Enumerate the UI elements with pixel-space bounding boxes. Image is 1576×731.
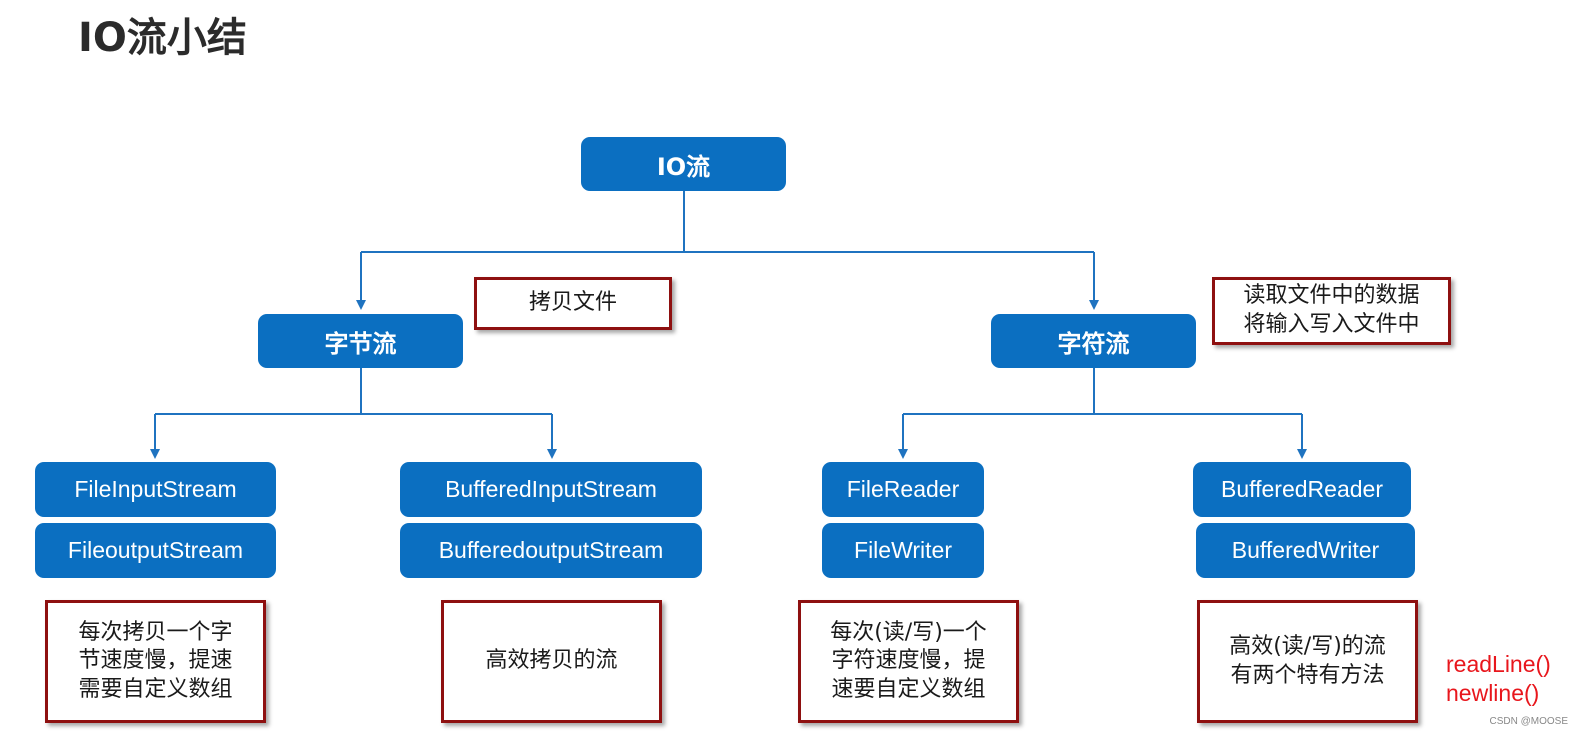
buffered-stream-note: 高效拷贝的流	[441, 600, 662, 723]
file-reader-label: FileReader	[846, 476, 960, 502]
readline-method: readLine()	[1446, 651, 1551, 677]
char-stream-node: 字符流	[991, 314, 1196, 368]
buffered-writer-label: BufferedWriter	[1231, 537, 1380, 563]
buffered-writer-node: BufferedWriter	[1196, 523, 1415, 578]
file-input-stream-node: FileInputStream	[35, 462, 276, 517]
watermark: CSDN @MOOSE	[1489, 716, 1569, 727]
buffered-reader-writer-note: 高效(读/写)的流 有两个特有方法	[1197, 600, 1418, 723]
file-reader-writer-note: 每次(读/写)一个 字符速度慢，提 速要自定义数组	[798, 600, 1019, 723]
special-methods: readLine() newline()	[1446, 650, 1551, 708]
io-stream-label: IO流	[656, 152, 711, 181]
byte-stream-label: 字节流	[324, 329, 397, 358]
buffered-input-stream-node: BufferedInputStream	[400, 462, 702, 517]
buffered-input-stream-label: BufferedInputStream	[445, 476, 657, 502]
file-output-stream-node: FileoutputStream	[35, 523, 276, 578]
buffered-output-stream-label: BufferedoutputStream	[438, 537, 664, 563]
byte-stream-note: 拷贝文件	[474, 277, 672, 330]
file-stream-note: 每次拷贝一个字 节速度慢，提速 需要自定义数组	[45, 600, 266, 723]
buffered-reader-node: BufferedReader	[1193, 462, 1411, 517]
buffered-reader-label: BufferedReader	[1221, 476, 1383, 502]
buffered-output-stream-node: BufferedoutputStream	[400, 523, 702, 578]
file-input-stream-label: FileInputStream	[74, 476, 237, 502]
newline-method: newline()	[1446, 679, 1540, 706]
file-reader-node: FileReader	[822, 462, 984, 517]
file-writer-node: FileWriter	[822, 523, 984, 578]
file-output-stream-label: FileoutputStream	[67, 537, 244, 563]
char-stream-label: 字符流	[1057, 329, 1130, 358]
char-stream-note: 读取文件中的数据 将输入写入文件中	[1212, 277, 1451, 345]
io-stream-node: IO流	[581, 137, 786, 191]
page-title: IO流小结	[78, 15, 247, 61]
file-writer-label: FileWriter	[854, 537, 952, 563]
byte-stream-node: 字节流	[258, 314, 463, 368]
